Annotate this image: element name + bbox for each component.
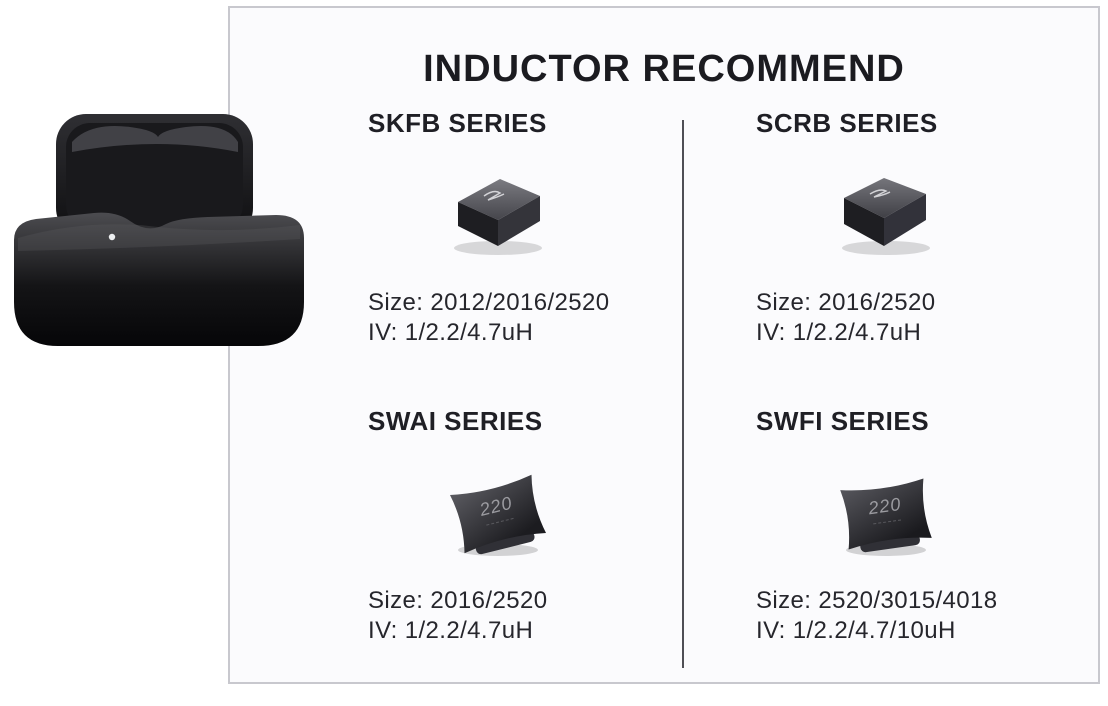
series-name: SCRB SERIES: [756, 108, 938, 138]
series-card-skfb: SKFB SERIES Si: [368, 108, 682, 406]
series-name: SWAI SERIES: [368, 406, 543, 436]
smd-chip-inductor-icon: [454, 178, 542, 255]
series-iv: IV: 1/2.2/4.7/10uH: [756, 617, 956, 644]
series-grid: SKFB SERIES Si: [368, 108, 1074, 704]
series-name: SKFB SERIES: [368, 108, 547, 138]
series-iv: IV: 1/2.2/4.7uH: [368, 617, 534, 644]
content-panel: INDUCTOR RECOMMEND SKFB SERIES: [228, 6, 1100, 684]
series-size: Size: 2012/2016/2520: [368, 289, 610, 316]
page-title: INDUCTOR RECOMMEND: [423, 48, 905, 90]
series-card-swfi: SWFI SERIES 220: [756, 406, 1074, 704]
series-card-scrb: SCRB SERIES Si: [756, 108, 1074, 406]
wound-inductor-icon: 220: [449, 474, 547, 556]
smd-chip-inductor-icon: [842, 177, 930, 255]
wound-inductor-image: 220: [368, 437, 628, 585]
inductor-marking: 220: [866, 493, 902, 518]
smd-chip-inductor-image: [756, 139, 1016, 287]
series-iv: IV: 1/2.2/4.7uH: [756, 319, 922, 346]
earbuds-case-image: [14, 114, 304, 346]
series-iv: IV: 1/2.2/4.7uH: [368, 319, 534, 346]
smd-chip-inductor-image: [368, 139, 628, 287]
series-name: SWFI SERIES: [756, 406, 930, 436]
case-led-indicator: [108, 233, 116, 241]
series-size: Size: 2016/2520: [368, 587, 548, 614]
wound-inductor-icon: 220: [840, 477, 932, 556]
column-divider: [682, 120, 684, 668]
wound-inductor-image: 220: [756, 437, 1016, 585]
series-card-swai: SWAI SERIES 220: [368, 406, 682, 704]
series-size: Size: 2520/3015/4018: [756, 587, 998, 614]
series-size: Size: 2016/2520: [756, 289, 936, 316]
